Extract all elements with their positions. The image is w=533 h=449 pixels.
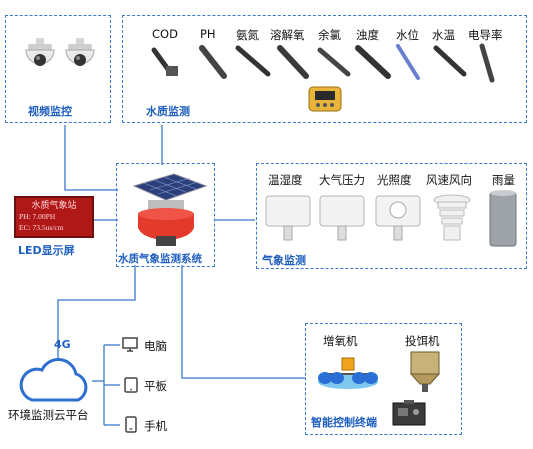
- weather-monitoring-box: [256, 163, 527, 269]
- water-sensor-probes: [151, 43, 495, 83]
- water-quality-box: [122, 15, 527, 123]
- cloud-platform-title: 环境监测云平台: [8, 408, 89, 422]
- weather-sensor-icons: [265, 190, 517, 247]
- sensor-label-dissolved-oxygen: 溶解氧: [270, 28, 305, 42]
- device-label-computer: 电脑: [144, 339, 167, 353]
- central-station-box: [116, 163, 215, 267]
- sensor-label-ph: PH: [200, 27, 216, 41]
- phone-icon: [125, 416, 137, 433]
- device-label-tablet: 平板: [144, 379, 167, 393]
- sensor-label-cod: COD: [152, 27, 178, 41]
- weather-label-rain: 雨量: [492, 173, 515, 187]
- aerator-icon: [318, 357, 378, 389]
- weather-label-wind: 风速风向: [426, 173, 472, 187]
- sensor-label-conductivity: 电导率: [468, 28, 503, 42]
- water-quality-title: 水质监测: [146, 105, 190, 118]
- sensor-label-water-temp: 水温: [432, 28, 455, 42]
- control-box-icon: [392, 400, 426, 426]
- control-label-feeder: 投饵机: [405, 334, 440, 348]
- cloud-icon: [19, 358, 88, 402]
- device-label-phone: 手机: [144, 419, 167, 433]
- control-label-aerator: 增氧机: [323, 334, 358, 348]
- computer-icon: [122, 337, 138, 352]
- control-terminal-box: [305, 323, 462, 435]
- tablet-icon: [124, 377, 138, 393]
- sensor-label-residual-chlorine: 余氯: [318, 28, 341, 42]
- camera-icon: [25, 38, 55, 66]
- station-title: 水质气象监测系统: [118, 253, 202, 265]
- weather-monitoring-title: 气象监测: [262, 254, 306, 267]
- camera-icon: [65, 38, 95, 66]
- station-device-icon: [132, 173, 208, 246]
- sensor-label-ammonia: 氨氮: [236, 28, 259, 42]
- line-center-control: [181, 265, 305, 379]
- video-monitoring-box: [5, 15, 111, 123]
- led-line-ph: PH: 7.00PH: [19, 212, 56, 221]
- sensor-label-water-level: 水位: [396, 28, 419, 42]
- line-center-cloud: [57, 265, 136, 360]
- video-monitoring-title: 视频监控: [28, 105, 72, 118]
- led-display-panel: 水质气象站 PH: 7.00PH EC: 73.5us/cm: [14, 196, 94, 238]
- control-terminal-title: 智能控制终端: [311, 416, 377, 429]
- led-line-title: 水质气象站: [31, 200, 77, 210]
- water-controller-icon: [308, 86, 342, 112]
- line-video-center: [64, 125, 118, 191]
- weather-label-temp-humidity: 温湿度: [268, 173, 303, 187]
- sensor-label-turbidity: 浊度: [356, 28, 379, 42]
- led-line-ec: EC: 73.5us/cm: [19, 223, 64, 232]
- led-display-title: LED显示屏: [18, 244, 75, 257]
- network-label: 4G: [54, 338, 71, 351]
- weather-label-pressure: 大气压力: [319, 173, 365, 187]
- weather-label-illuminance: 光照度: [377, 173, 412, 187]
- feeder-icon: [409, 351, 441, 392]
